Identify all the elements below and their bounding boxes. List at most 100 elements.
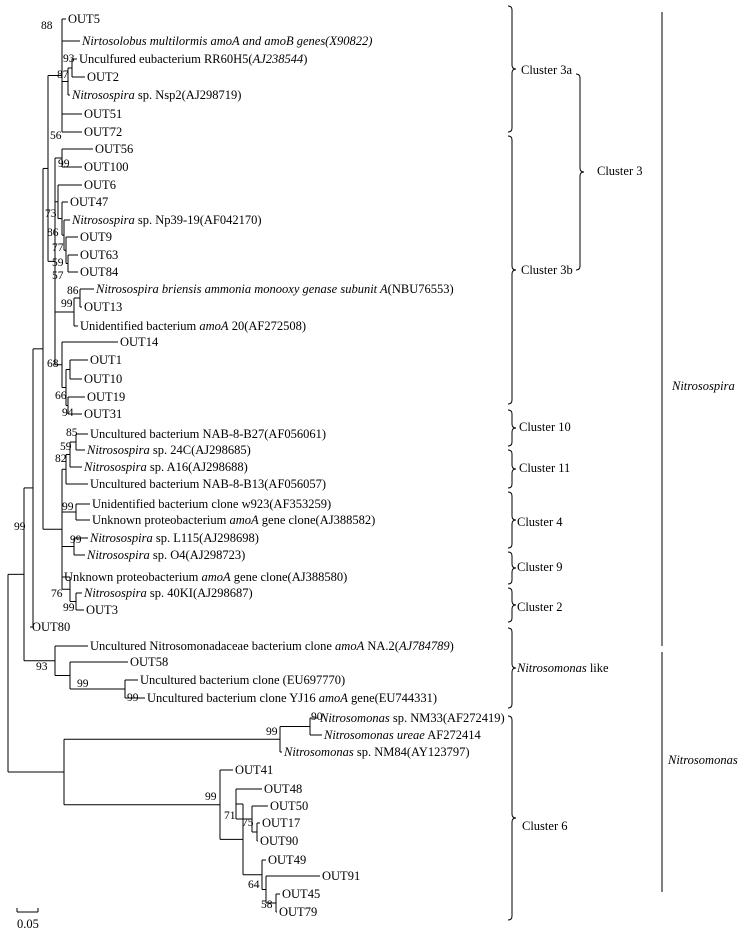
bracket-cluster-3 [575,73,585,271]
taxon-outu63: OUT63 [80,248,118,262]
taxon-ureae: Nitrosomonas ureae AF272414 [323,728,481,742]
taxon-briensis: Nitrosospira briensis ammonia monooxy ge… [95,282,454,296]
cluster-label-cluster-2: Cluster 2 [517,600,562,614]
bootstrap-value: 88 [41,20,53,32]
taxon-outu31: OUT31 [84,407,122,421]
bootstrap-value: 90 [311,711,323,723]
taxon-outu50: OUT50 [270,799,308,813]
bootstrap-value: 57 [52,270,64,282]
taxon-outu91: OUT91 [322,869,360,883]
cluster-label-cluster-3: Cluster 3 [597,164,642,178]
bracket-nitrosomonas-like [507,627,517,709]
bracket-cluster-9 [507,551,517,585]
taxon-outu3: OUT3 [86,603,118,617]
bootstrap-value: 94 [62,407,74,419]
taxon-na2: Uncultured Nitrosomonadaceae bacterium c… [90,639,454,653]
taxon-outu1: OUT1 [90,353,122,367]
taxon-outu19: OUT19 [87,390,125,404]
taxon-outu51: OUT51 [84,107,122,121]
taxon-n40ki: Nitrosospira sp. 40KI(AJ298687) [83,586,253,600]
cluster-label-cluster-3a: Cluster 3a [521,63,572,77]
taxon-outu58: OUT58 [130,655,168,669]
taxon-l115: Nitrosospira sp. L115(AJ298698) [89,531,259,545]
bootstrap-value: 99 [70,534,82,546]
cluster-label-cluster-4: Cluster 4 [517,515,563,529]
bracket-cluster-11 [507,449,517,489]
taxon-outu6: OUT6 [84,178,116,192]
bootstrap-value: 58 [261,899,273,911]
taxon-o4: Nitrosospira sp. O4(AJ298723) [86,548,245,562]
taxon-outu49: OUT49 [268,853,306,867]
taxon-outu9: OUT9 [80,230,112,244]
taxon-outu48: OUT48 [264,782,302,796]
bootstrap-value: 99 [77,678,89,690]
group-label-nitrosospira: Nitrosospira [671,379,735,393]
bootstrap-value: 56 [50,130,62,142]
taxon-aj388580: Unknown proteobacterium amoA gene clone(… [64,570,347,584]
taxon-nm84: Nitrosomonas sp. NM84(AY123797) [283,745,470,759]
taxon-n24c: Nitrosospira sp. 24C(AJ298685) [86,443,251,457]
cluster-label-cluster-6: Cluster 6 [522,819,567,833]
bootstrap-value: 73 [45,208,57,220]
taxon-amoa20: Unidentified bacterium amoA 20(AF272508) [80,319,306,333]
bootstrap-value: 64 [248,879,260,891]
bootstrap-value: 59 [60,441,72,453]
taxon-outu13: OUT13 [84,300,122,314]
cluster-label-cluster-9: Cluster 9 [517,560,562,574]
bracket-cluster-10 [507,409,517,447]
bootstrap-value: 82 [55,453,67,465]
bootstrap-value: 99 [61,298,73,310]
cluster-label-cluster-3b: Cluster 3b [521,263,573,277]
taxon-outu45: OUT45 [282,887,320,901]
bootstrap-value: 99 [127,692,139,704]
bootstrap-value: 99 [14,521,26,533]
bootstrap-value: 85 [66,427,78,439]
taxon-nm33: Nitrosomonas sp. NM33(AF272419) [319,711,505,725]
taxon-outu2: OUT2 [87,70,119,84]
taxon-outu56: OUT56 [95,142,133,156]
taxon-outu100: OUT100 [84,160,128,174]
taxon-yj16: Uncultured bacterium clone YJ16 amoA gen… [147,691,437,705]
taxon-nirtosolobus: Nirtosolobus multilormis amoA and amoB g… [81,34,372,48]
bracket-cluster-4 [507,491,517,549]
taxon-outu17: OUT17 [262,816,300,830]
bootstrap-value: 99 [62,501,74,513]
taxon-nab8b13: Uncultured bacterium NAB-8-B13(AF056057) [90,477,326,491]
bootstrap-value: 99 [63,602,75,614]
taxon-aj388582: Unknown proteobacterium amoA gene clone(… [92,513,375,527]
bootstrap-value: 75 [242,817,254,829]
bootstrap-value: 68 [47,358,59,370]
cluster-label-cluster-10: Cluster 10 [519,420,571,434]
bootstrap-value: 76 [51,588,63,600]
taxon-outu47: OUT47 [70,195,108,209]
bootstrap-value: 71 [224,810,236,822]
taxon-outu41: OUT41 [235,763,273,777]
taxon-eu697770: Uncultured bacterium clone (EU697770) [140,673,345,687]
taxon-outu90: OUT90 [260,834,298,848]
bootstrap-value: 99 [58,158,70,170]
bootstrap-value: 87 [57,69,69,81]
bootstrap-value: 66 [55,390,67,402]
taxon-nab8b27: Uncultured bacterium NAB-8-B27(AF056061) [90,427,326,441]
bracket-cluster-6 [507,715,517,921]
bootstrap-value: 93 [63,53,75,65]
bracket-cluster-2 [507,587,517,623]
taxon-outu5: OUT5 [68,12,100,26]
bootstrap-value: 59 [52,257,64,269]
tree-branches [7,18,322,913]
taxon-outu84: OUT84 [80,265,119,279]
taxon-outu10: OUT10 [84,372,122,386]
taxon-a16: Nitrosospira sp. A16(AJ298688) [83,460,248,474]
bootstrap-value: 99 [205,791,217,803]
taxon-outu80: OUT80 [32,620,70,634]
bootstrap-value: 99 [266,726,278,738]
bootstrap-value: 86 [47,227,59,239]
taxon-w923: Unidentified bacterium clone w923(AF3532… [92,497,331,511]
cluster-label-cluster-11: Cluster 11 [519,461,570,475]
cluster-labels: Cluster 3a Cluster 3 Cluster 3b Cluster 10 C… [516,63,642,833]
taxon-outu79: OUT79 [279,905,317,919]
scale-bar-label: 0.05 [17,917,39,931]
taxon-rr60h5: Unculfured eubacterium RR60H5(AJ238544) [79,52,307,66]
